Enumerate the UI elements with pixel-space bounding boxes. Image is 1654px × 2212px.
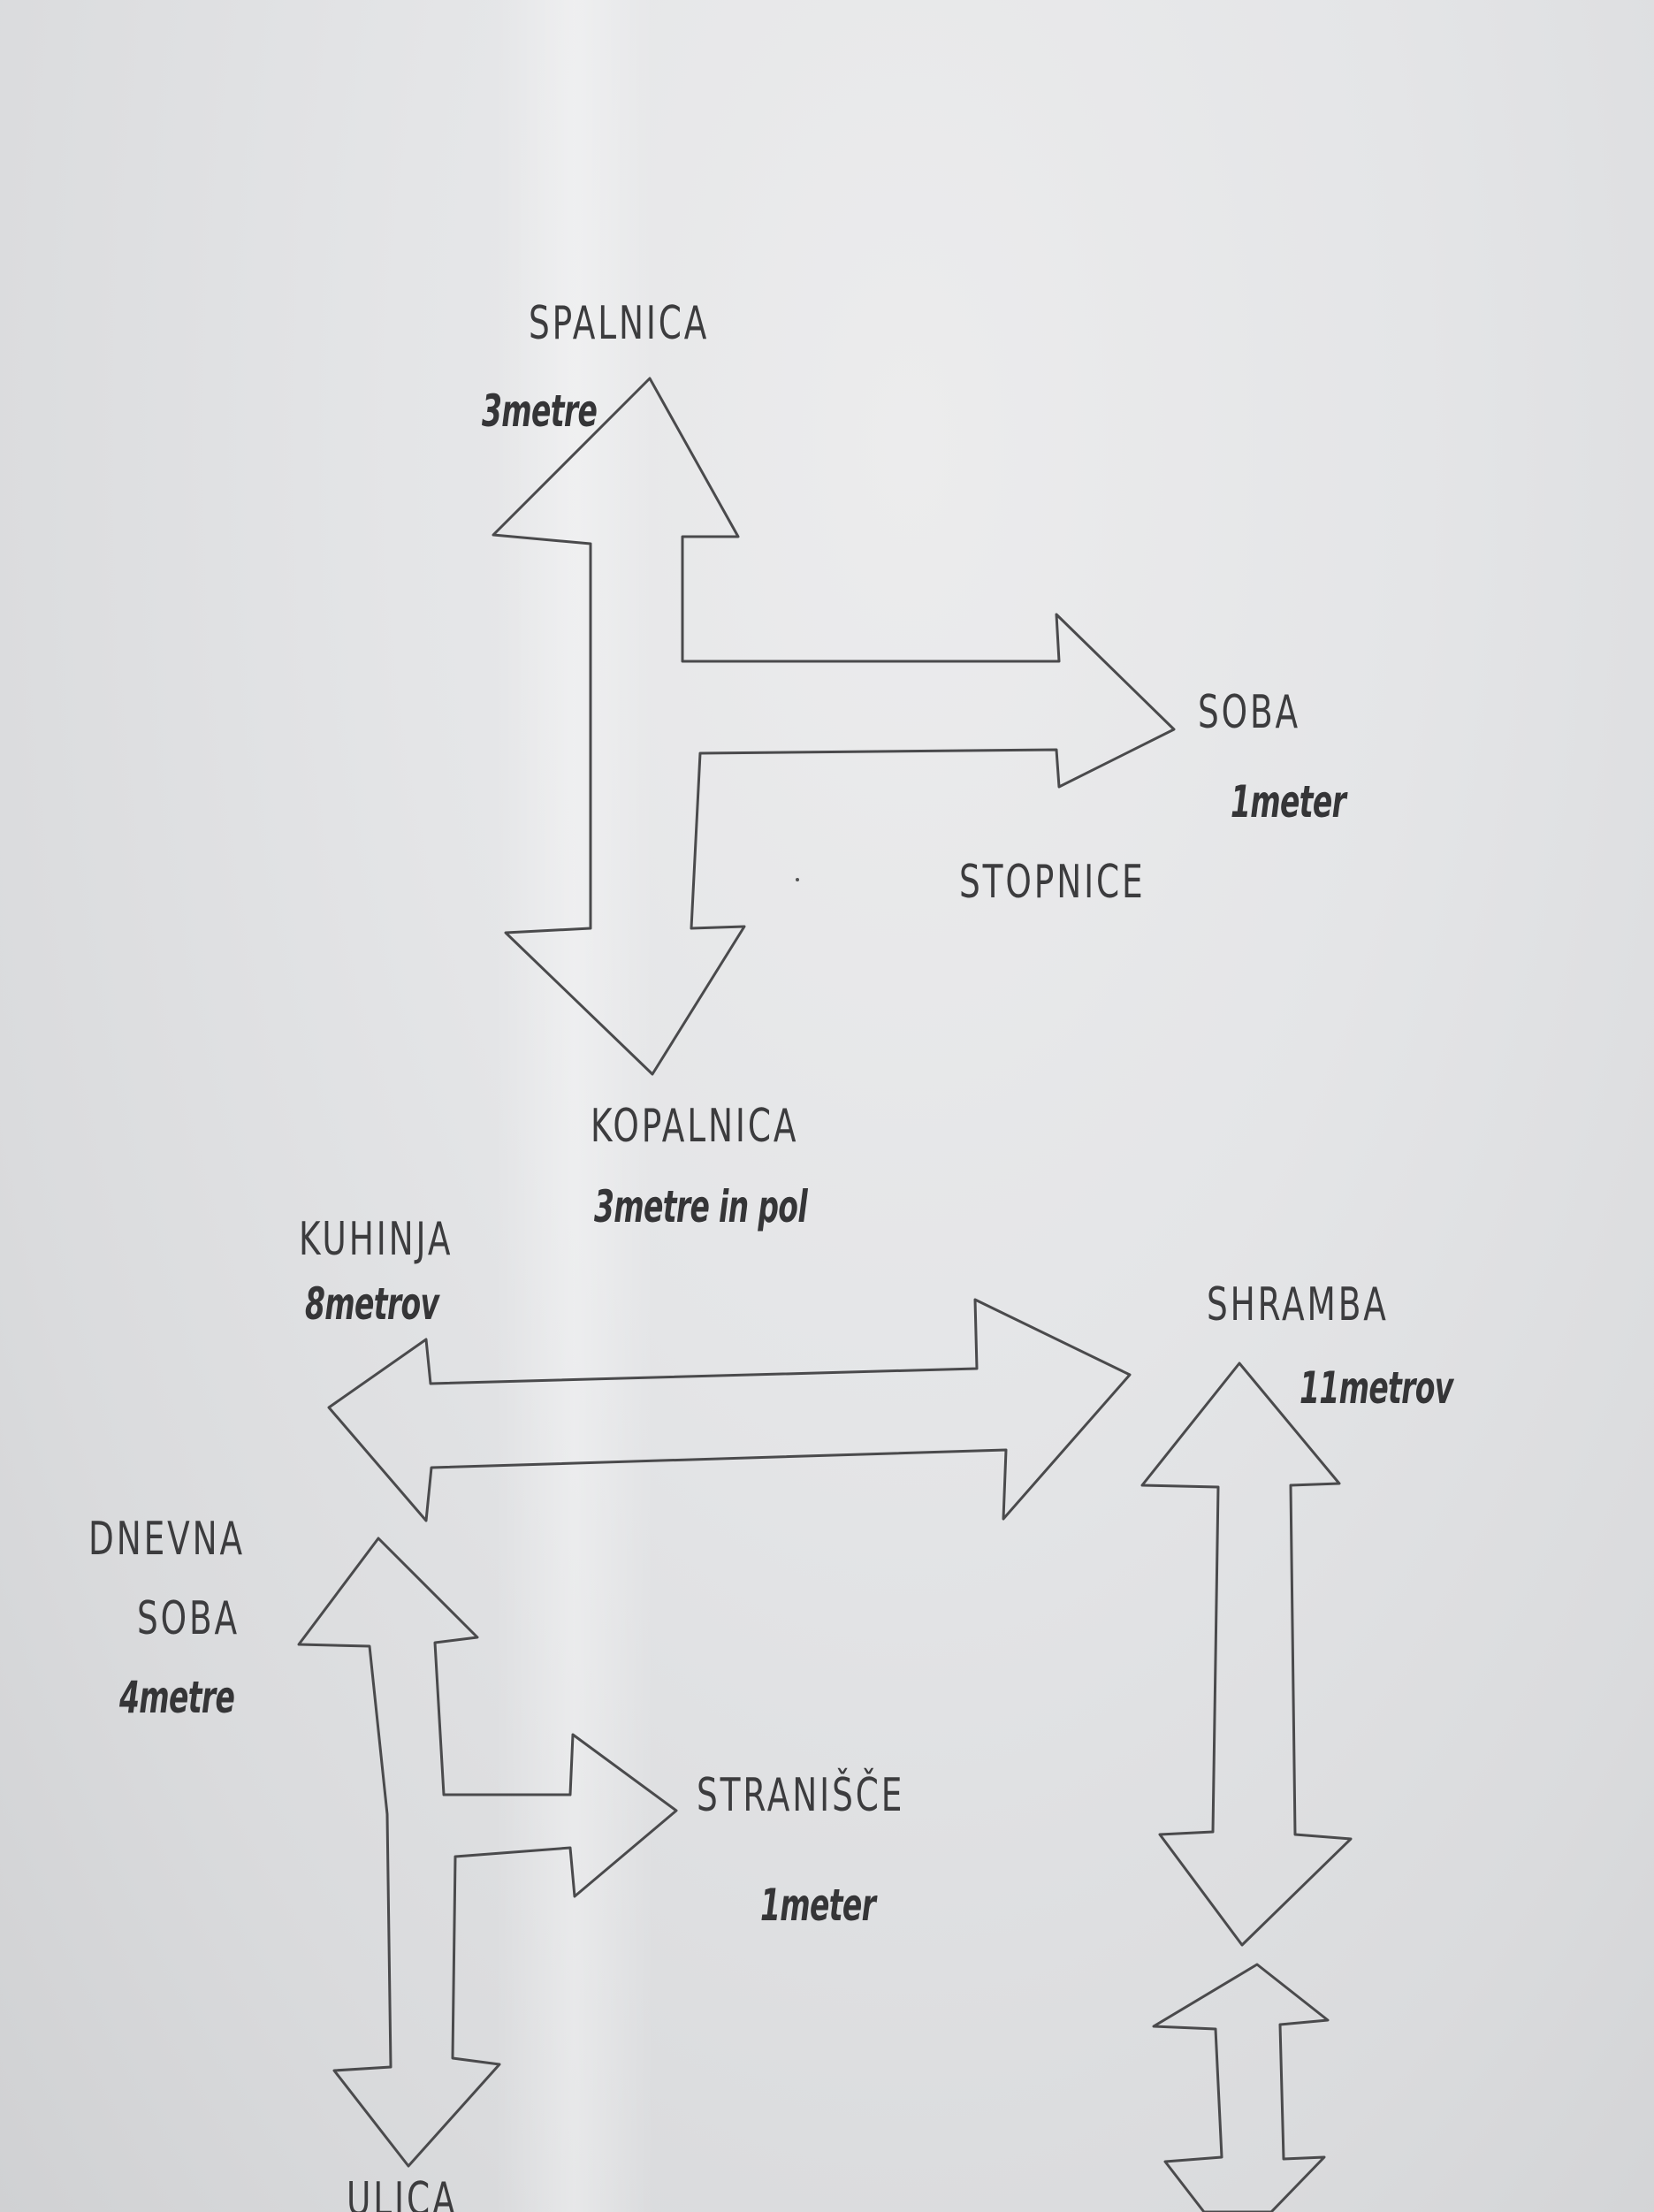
distance-label-stranisce: 1meter (760, 1880, 876, 1931)
room-label-kopalnica: KOPALNICA (591, 1100, 799, 1153)
room-label-dnevna-soba: SOBA (137, 1592, 240, 1645)
arrow-kuhinja-shramba (327, 1298, 1132, 1522)
arrow-shramba-vertical (1140, 1362, 1353, 1947)
arrow-spalnica-soba-kopalnica (492, 377, 1176, 1076)
room-label-spalnica: SPALNICA (529, 297, 710, 350)
pencil-dot (796, 878, 799, 881)
distance-label-soba: 1meter (1231, 776, 1346, 828)
room-label-shramba: SHRAMBA (1207, 1278, 1389, 1331)
room-label-stranisce: STRANIŠČE (697, 1769, 905, 1822)
distance-label-dnevna-soba: 4metre (119, 1672, 235, 1723)
room-label-soba: SOBA (1198, 686, 1301, 739)
distance-label-kopalnica: 3metre in pol (594, 1181, 808, 1232)
distance-label-shramba: 11metrov (1300, 1362, 1453, 1414)
arrow-bottom-right (1152, 1963, 1330, 2212)
distance-label-kuhinja: 8metrov (305, 1278, 439, 1330)
room-label-ulica: ULICA (347, 2173, 458, 2212)
paper-fold-highlight (495, 0, 654, 2212)
room-label-stopnice: STOPNICE (959, 856, 1146, 909)
room-label-dnevna: DNEVNA (88, 1513, 246, 1566)
arrow-dnevna-stranisce-ulica (297, 1537, 678, 2168)
distance-label-spalnica: 3metre (482, 385, 598, 437)
room-label-kuhinja: KUHINJA (299, 1213, 454, 1266)
